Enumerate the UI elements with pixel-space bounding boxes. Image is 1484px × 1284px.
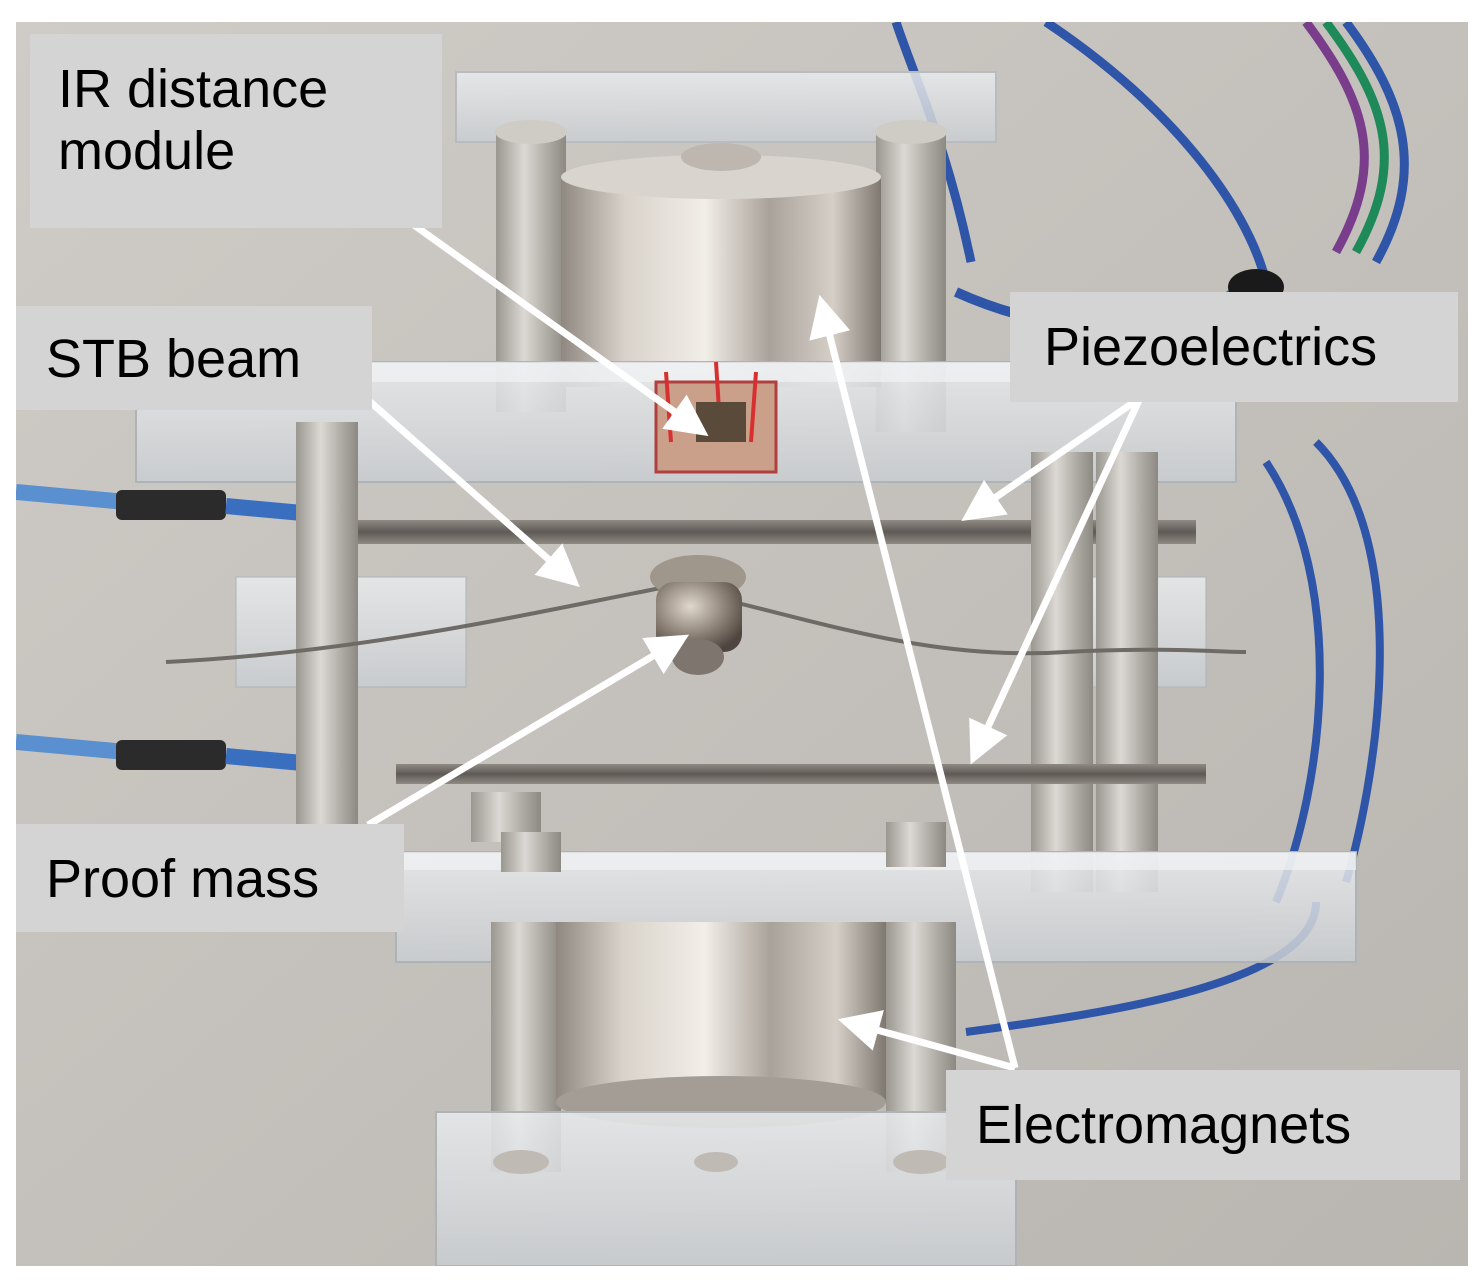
label-proof-mass: Proof mass xyxy=(16,824,404,932)
label-ir-distance-module: IR distance module xyxy=(30,34,442,228)
label-electromagnets: Electromagnets xyxy=(946,1070,1460,1180)
label-stb-beam: STB beam xyxy=(16,306,372,410)
label-piezoelectrics: Piezoelectrics xyxy=(1010,292,1458,402)
